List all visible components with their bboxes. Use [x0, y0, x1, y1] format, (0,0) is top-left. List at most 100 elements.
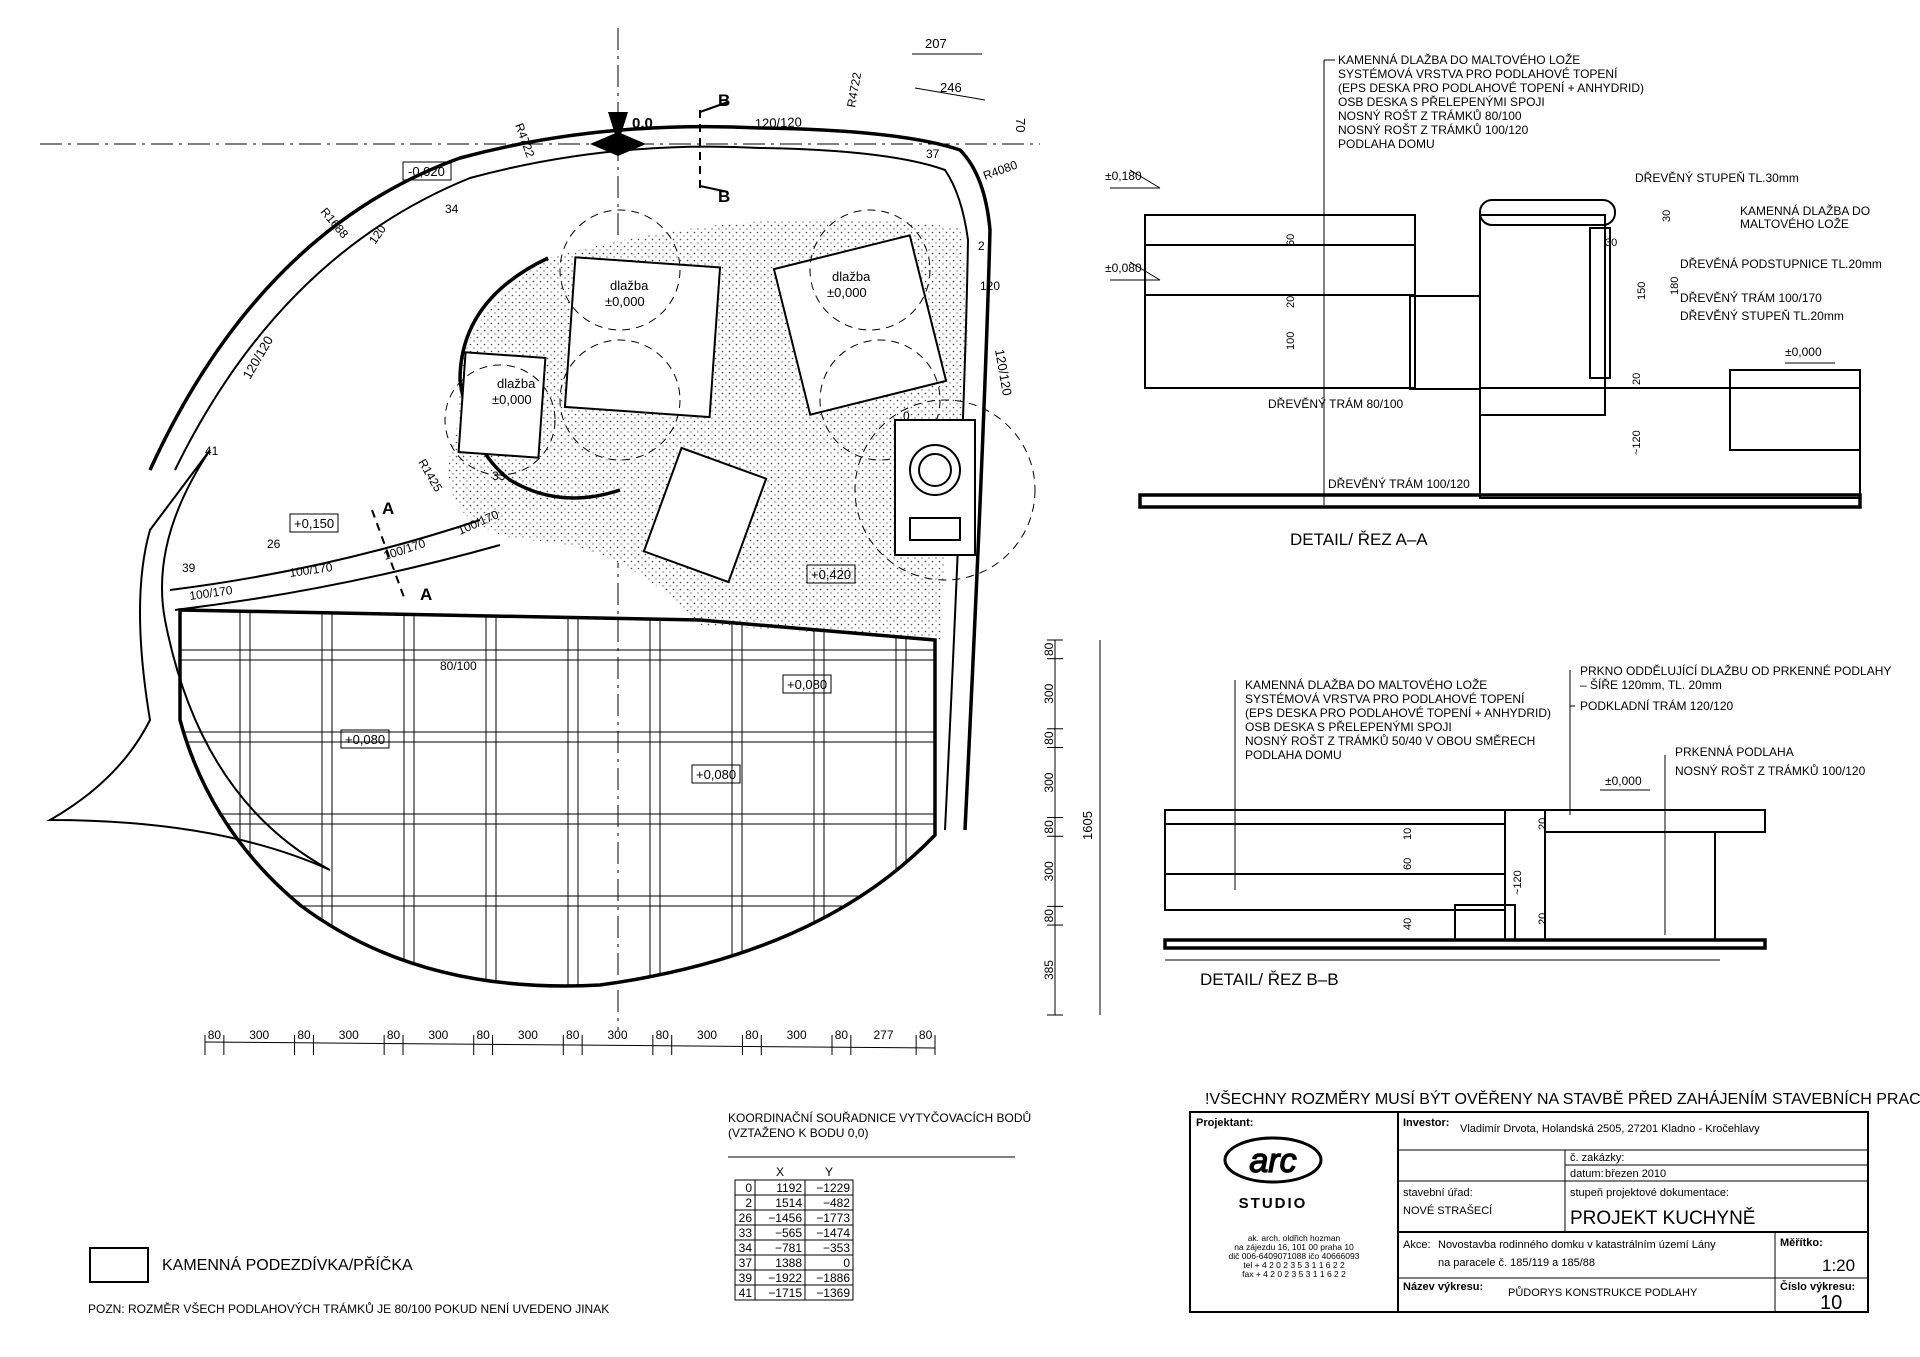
wall-label-120-right: 120 — [980, 279, 1000, 293]
bottom-dim-label: 300 — [249, 1028, 269, 1042]
meritko-value: 1:20 — [1822, 1256, 1855, 1275]
section-a-label-top: A — [382, 499, 394, 518]
level-tag-3: +0,420 — [811, 567, 851, 582]
radius-r4080: R4080 — [981, 157, 1019, 182]
urad-label: stavební úřad: — [1403, 1187, 1473, 1199]
dim-a-30: 30 — [1661, 210, 1673, 222]
bottom-dim-label: 80 — [387, 1028, 401, 1042]
bottom-dim-label: 300 — [428, 1028, 448, 1042]
separator-board-label-1: PRKNO ODDĚLUJÍCÍ DLAŽBU OD PRKENNÉ PODLA… — [1580, 663, 1891, 678]
architect-line: ak. arch. oldřich hozman — [1248, 1233, 1341, 1243]
architect-line: dič 006-6409071088 ičo 40666093 — [1229, 1251, 1360, 1261]
right-dim-label: 300 — [1042, 683, 1056, 703]
stupen-value: PROJEKT KUCHYNĚ — [1570, 1207, 1755, 1229]
section-mark-a: A A — [371, 499, 432, 604]
akce-line-2: na paracele č. 185/119 a 185/88 — [1438, 1257, 1595, 1269]
dim-b-120: ~120 — [1512, 870, 1524, 895]
dim-b-10: 10 — [1402, 828, 1414, 840]
legend-item-label: KAMENNÁ PODEZDÍVKA/PŘÍČKA — [162, 1255, 413, 1274]
level-tag-2: +0,150 — [294, 516, 334, 531]
right-dim-label: 80 — [1042, 731, 1056, 745]
detail-b-title: DETAIL/ ŘEZ B–B — [1200, 970, 1339, 989]
arc-logo-text: arc — [1249, 1142, 1296, 1180]
bottom-dim-label: 80 — [835, 1028, 849, 1042]
point-0: 0 — [903, 409, 910, 423]
dim-b-20b: 20 — [1537, 913, 1549, 925]
point-26: 26 — [267, 537, 281, 551]
stone-tile-label-1: KAMENNÁ DLAŽBA DO — [1740, 203, 1870, 218]
level-0180: ±0,180 — [1105, 169, 1142, 183]
bottom-dim-label: 300 — [607, 1028, 627, 1042]
step-30-label: DŘEVĚNÝ STUPEŇ TL.30mm — [1635, 170, 1799, 185]
bottom-dim-label: 80 — [208, 1028, 222, 1042]
dim-a-20b: 20 — [1631, 373, 1643, 385]
dim-b-60: 60 — [1402, 858, 1414, 870]
legend-note: POZN: ROZMĚR VŠECH PODLAHOVÝCH TRÁMKŮ JE… — [88, 1301, 609, 1316]
dim-b-40: 40 — [1402, 918, 1414, 930]
meritko-label: Měřítko: — [1780, 1237, 1823, 1249]
tile-level-2: ±0,000 — [827, 285, 867, 300]
right-dim-label: 80 — [1042, 909, 1056, 923]
coords-cell: −1715 — [768, 1286, 802, 1300]
radius-r1425: R1425 — [415, 457, 445, 495]
coords-header-cell: Y — [825, 1165, 833, 1179]
coords-subtitle: (VZTAŽENO K BODU 0,0) — [728, 1125, 868, 1140]
investor-value: Vladimír Drvota, Holandská 2505, 27201 K… — [1460, 1123, 1760, 1135]
walkway-edge-lower — [174, 544, 501, 611]
detail-a-title: DETAIL/ ŘEZ A–A — [1290, 530, 1428, 549]
cislo-value: 10 — [1820, 1292, 1842, 1314]
level-tag-4: +0,080 — [345, 732, 385, 747]
bottom-dim-label: 300 — [787, 1028, 807, 1042]
bottom-dim-label: 80 — [297, 1028, 311, 1042]
legend: KAMENNÁ PODEZDÍVKA/PŘÍČKA POZN: ROZMĚR V… — [88, 1247, 609, 1316]
coords-cell: 39 — [739, 1271, 753, 1285]
tile-label-1: dlažba — [610, 278, 649, 293]
coords-cell: −1886 — [816, 1271, 850, 1285]
bottom-dim-label: 277 — [873, 1028, 893, 1042]
separator-board-label-2: – ŠÍŘE 120mm, TL. 20mm — [1580, 677, 1722, 692]
level-0080: ±0,080 — [1105, 261, 1142, 275]
coords-cell: −1369 — [816, 1286, 850, 1300]
right-dim-label: 385 — [1042, 960, 1056, 980]
dim-a-20: 20 — [1285, 296, 1297, 308]
plank-floor-label: PRKENNÁ PODLAHA — [1675, 744, 1794, 759]
zakazky-label: č. zakázky: — [1570, 1152, 1624, 1164]
layer-label: SYSTÉMOVÁ VRSTVA PRO PODLAHOVÉ TOPENÍ — [1338, 66, 1618, 81]
coords-cell: −1474 — [816, 1226, 850, 1240]
bottom-dim-label: 80 — [656, 1028, 670, 1042]
legend-swatch-stone — [89, 1247, 149, 1283]
dim-b-20: 20 — [1537, 818, 1549, 830]
beam-100-120-label: DŘEVĚNÝ TRÁM 100/120 — [1328, 476, 1470, 491]
right-dim-label: 80 — [1042, 642, 1056, 656]
wall-label-right: 120/120 — [992, 348, 1015, 397]
level-0000-a: ±0,000 — [1785, 345, 1822, 359]
detail-a-a: KAMENNÁ DLAŽBA DO MALTOVÉHO LOŽE SYSTÉMOV… — [1105, 52, 1882, 549]
timber-floor-outline — [178, 608, 937, 988]
level-tags: -0,020 +0,150 +0,420 +0,080 +0,080 +0,08… — [289, 161, 856, 784]
level-tag-6: +0,080 — [787, 677, 827, 692]
top-dims: 207 246 70 — [912, 36, 1028, 132]
nazev-value: PŮDORYS KONSTRUKCE PODLAHY — [1508, 1286, 1698, 1299]
bottom-dim-label: 80 — [745, 1028, 759, 1042]
stone-tile-label-2: MALTOVÉHO LOŽE — [1740, 216, 1849, 231]
projektant-label: Projektant: — [1196, 1117, 1253, 1129]
floor-plan: 0,0 B B A A 207 246 70 R4722 R4722 R1688… — [40, 28, 1101, 1055]
origin-label: 0,0 — [632, 115, 653, 132]
dim-246: 246 — [940, 80, 962, 95]
datum-label: datum: — [1570, 1168, 1604, 1180]
outer-wall-inner-face — [174, 145, 970, 831]
base-beam-label: PODKLADNÍ TRÁM 120/120 — [1580, 698, 1734, 713]
architect-line: tel + 4 2 0 2 3 5 3 1 1 6 2 2 — [1243, 1260, 1345, 1270]
bottom-dim-label: 80 — [919, 1028, 933, 1042]
studio-label: STUDIO — [1239, 1195, 1308, 1212]
coords-cell: −1456 — [768, 1211, 802, 1225]
section-b-label-top: B — [718, 91, 730, 110]
coords-cell: −353 — [823, 1241, 850, 1255]
wall-label-120-left: 120 — [366, 222, 389, 247]
point-33: 33 — [492, 469, 506, 483]
coords-cell: −1922 — [768, 1271, 802, 1285]
dim-a-100: 100 — [1285, 332, 1297, 350]
beam-100-170-label: DŘEVĚNÝ TRÁM 100/170 — [1680, 290, 1822, 305]
coords-cell: 2 — [745, 1196, 752, 1210]
outer-wall — [148, 124, 992, 831]
